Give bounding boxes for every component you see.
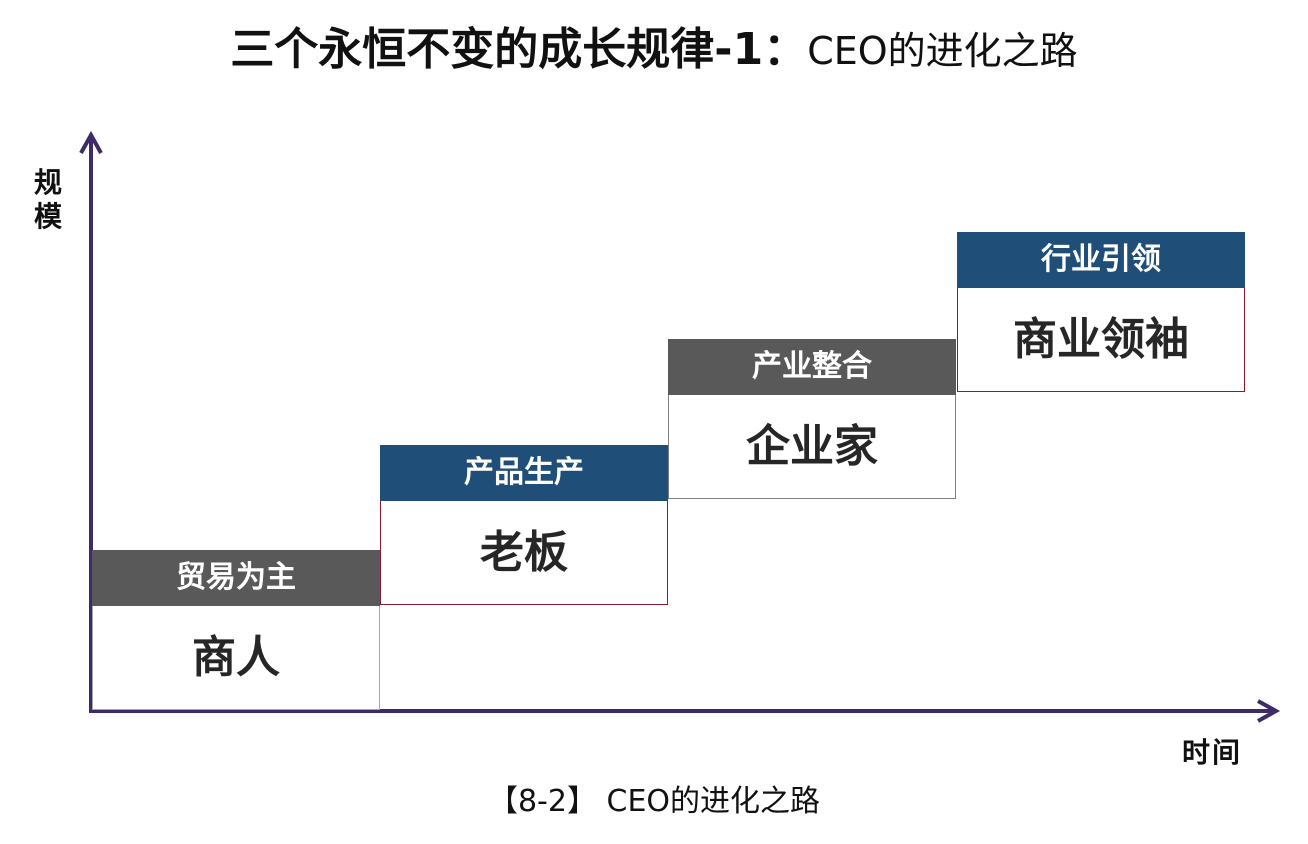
x-axis-label: 时间 [1182,736,1243,769]
page-title: 三个永恒不变的成长规律-1：CEO的进化之路 [0,18,1308,91]
stage-role: 商业领袖 [957,288,1245,392]
stage-merchant: 贸易为主 商人 [92,550,380,710]
stage-role: 商人 [92,606,380,710]
stage-boss: 产品生产 老板 [380,445,668,605]
stage-header: 产品生产 [380,445,668,501]
stage-header: 产业整合 [668,339,956,395]
title-sub: CEO的进化之路 [807,29,1078,73]
y-axis-arrow-icon [79,130,103,154]
figure-caption: 【8-2】 CEO的进化之路 [487,784,821,819]
title-main: 三个永恒不变的成长规律-1： [230,24,808,75]
y-axis-label: 规模 [33,166,62,233]
x-axis-arrow-icon [1257,699,1281,723]
stage-header: 行业引领 [957,232,1245,288]
stage-entrepreneur: 产业整合 企业家 [668,339,956,499]
stage-role: 老板 [380,501,668,605]
stage-business-leader: 行业引领 商业领袖 [957,232,1245,392]
stage-header: 贸易为主 [92,550,380,606]
stage-role: 企业家 [668,395,956,499]
